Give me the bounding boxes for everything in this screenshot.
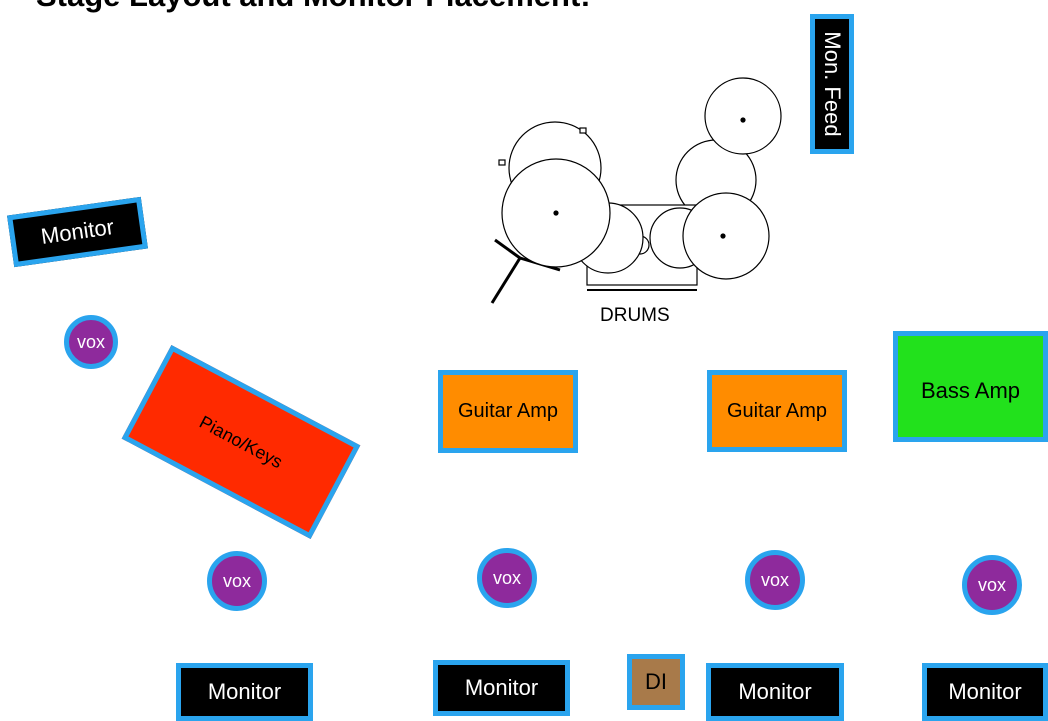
monitor-feed: Mon. Feed xyxy=(810,14,854,154)
monitor-label: Monitor xyxy=(39,214,116,249)
vox-label: vox xyxy=(76,331,105,352)
di-box: DI xyxy=(627,654,685,710)
vox-label: vox xyxy=(977,574,1006,595)
guitar-amp-label: Guitar Amp xyxy=(726,399,828,422)
vox-left: vox xyxy=(64,315,118,369)
monitor-label: Monitor xyxy=(948,679,1022,704)
vox-4: vox xyxy=(962,555,1022,615)
vox-3: vox xyxy=(745,550,805,610)
monitor-feed-label: Mon. Feed xyxy=(820,31,845,137)
monitor-3: Monitor xyxy=(706,663,844,721)
vox-label: vox xyxy=(760,569,789,590)
monitor-label: Monitor xyxy=(464,675,539,700)
di-label: DI xyxy=(645,669,667,694)
vox-1: vox xyxy=(207,551,267,611)
vox-label: vox xyxy=(222,570,251,591)
monitor-2: Monitor xyxy=(433,660,570,716)
vox-label: vox xyxy=(492,567,521,588)
bass-amp-label: Bass Amp xyxy=(920,378,1021,403)
page-title: Stage Layout and Monitor Placement: xyxy=(36,0,591,14)
guitar-amp-label: Guitar Amp xyxy=(457,400,559,422)
guitar-amp-1: Guitar Amp xyxy=(438,370,578,453)
bass-amp: Bass Amp xyxy=(893,331,1048,442)
drums-label: DRUMS xyxy=(600,305,670,326)
vox-2: vox xyxy=(477,548,537,608)
guitar-amp-2: Guitar Amp xyxy=(707,370,847,452)
monitor-label: Monitor xyxy=(207,679,282,704)
monitor-1: Monitor xyxy=(176,663,313,721)
monitor-label: Monitor xyxy=(738,679,812,704)
monitor-4: Monitor xyxy=(922,663,1048,721)
piano-keys-label: Piano/Keys xyxy=(196,411,287,472)
